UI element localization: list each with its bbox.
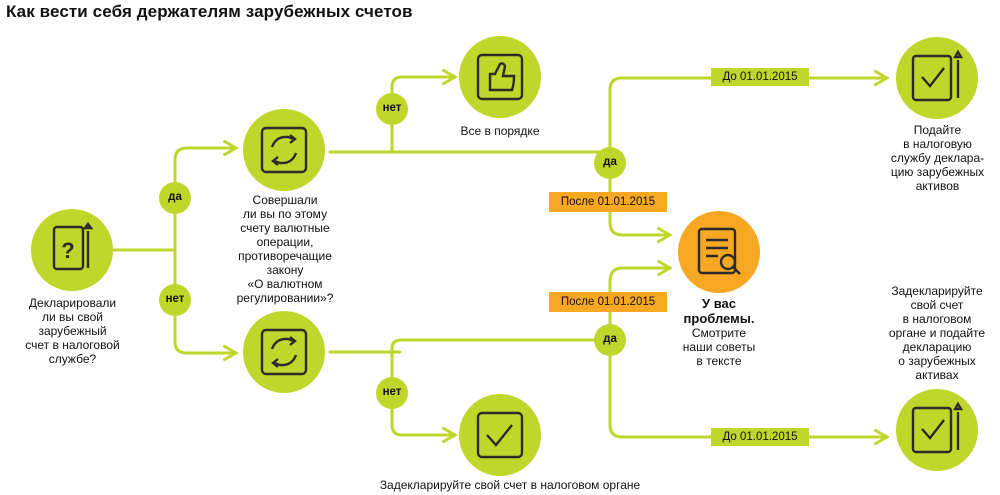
svg-text:?: ?: [61, 238, 74, 263]
question-node-label: Совершали ли вы по этому счету валютные …: [236, 193, 334, 305]
thumbs-up-icon: [476, 53, 524, 101]
start-node-label: Декларировали ли вы свой зарубежный счет…: [25, 296, 120, 366]
top-right-node-label: Подайте в налоговую службу деклара- цию …: [890, 123, 985, 193]
checkmark-document-icon: [911, 49, 964, 102]
node-bottom-right: [896, 389, 978, 471]
node-problems: [678, 211, 760, 293]
problems-node-label: У вас проблемы. Смотрите наши советы в т…: [682, 296, 756, 368]
after-date-tag-lower: После 01.01.2015: [560, 296, 656, 308]
decision-badges: [159, 93, 626, 409]
checkmark-document-icon: [476, 411, 524, 459]
connector-lines: [112, 68, 890, 446]
refresh-icon: [260, 328, 308, 376]
no-label-start: нет: [165, 293, 185, 305]
after-date-tag-upper: После 01.01.2015: [560, 196, 656, 208]
checkmark-document-icon: [911, 401, 964, 454]
magnifier-document-icon: [697, 227, 741, 275]
yes-label-lower: да: [603, 333, 617, 345]
yes-label-start: да: [168, 191, 182, 203]
node-bottom-middle: [459, 394, 541, 476]
bottom-right-node-label: Задекларируйте свой счет в налоговом орг…: [888, 284, 986, 382]
before-date-tag-top: До 01.01.2015: [722, 71, 798, 83]
date-tags: [549, 68, 809, 446]
node-ok: [459, 36, 541, 118]
node-start: ?: [31, 209, 113, 291]
node-question-lower: [243, 311, 325, 393]
yes-label-upper: да: [603, 156, 617, 168]
question-document-icon: [52, 222, 94, 271]
ok-node-label: Все в порядке: [460, 124, 540, 138]
no-label-lower: нет: [382, 386, 402, 398]
no-label-upper: нет: [382, 102, 402, 114]
before-date-tag-bottom: До 01.01.2015: [722, 431, 798, 443]
refresh-icon: [260, 126, 308, 174]
node-top-right: [896, 37, 978, 119]
bottom-middle-node-label: Задекларируйте свой счет в налоговом орг…: [379, 478, 641, 492]
page-title: Как вести себя держателям зарубежных сче…: [6, 2, 413, 21]
node-question-upper: [243, 109, 325, 191]
